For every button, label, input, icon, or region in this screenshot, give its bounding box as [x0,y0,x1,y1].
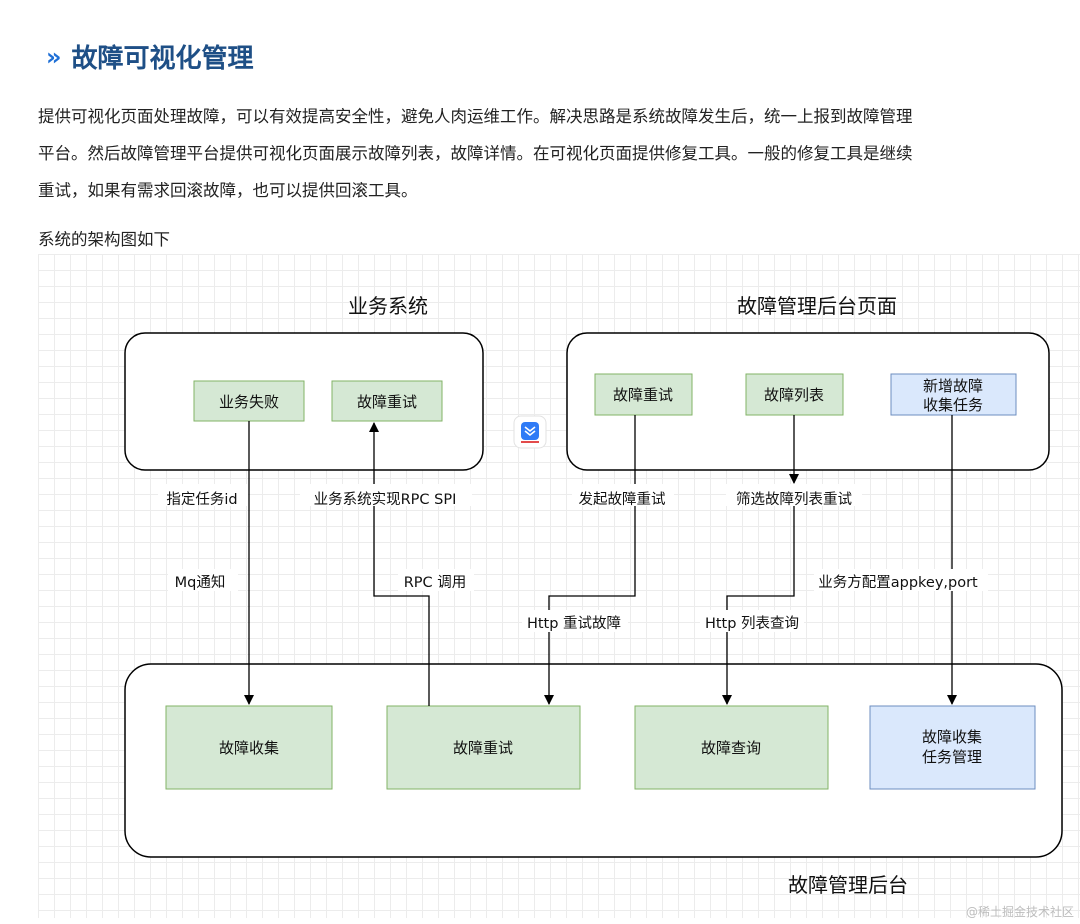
biz-retry-node [331,380,443,422]
retry-node [386,705,581,790]
filter-list-label: 筛选故障列表重试 [736,490,852,508]
intro-paragraph: 提供可视化页面处理故障，可以有效提高安全性，避免人肉运维工作。解决思路是系统故障… [38,98,1068,209]
site-watermark: @稀土掘金技术社区 [965,905,1074,919]
task-manage-label-2: 任务管理 [922,748,982,766]
rpc-call-label: RPC 调用 [404,574,467,591]
page-new-task-label-2: 收集任务 [923,396,983,414]
page-new-task-node [890,373,1017,416]
page-retry-node [594,373,693,416]
http-list-label: Http 列表查询 [705,615,799,632]
page-retry-label: 故障重试 [613,386,673,404]
task-id-label: 指定任务id [166,491,237,508]
admin-page-title: 故障管理后台页面 [737,294,897,318]
double-chevron-icon: » [46,42,62,71]
page-new-task-label-1: 新增故障 [923,377,983,395]
biz-retry-label: 故障重试 [357,393,417,411]
admin-backend-title: 故障管理后台 [788,873,908,897]
diagram-canvas: 业务系统 故障管理后台页面 故障管理后台 业务失败 故障重试 故障重试 故障列表… [124,294,1063,897]
business-system-title: 业务系统 [348,294,428,318]
query-node [634,705,829,790]
task-manage-node [869,705,1036,790]
paragraph-line: 平台。然后故障管理平台提供可视化页面展示故障列表，故障详情。在可视化页面提供修复… [38,144,913,163]
biz-fail-node [193,380,305,422]
http-list-arrow [722,496,795,705]
mq-label: Mq通知 [175,574,226,591]
diagram-caption: 系统的架构图如下 [38,230,170,249]
query-label: 故障查询 [701,739,761,757]
launch-retry-label: 发起故障重试 [579,490,666,508]
http-retry-label: Http 重试故障 [527,614,621,632]
biz-fail-label: 业务失败 [219,393,279,411]
page-list-label: 故障列表 [764,386,824,404]
rpc-spi-label: 业务系统实现RPC SPI [314,491,457,508]
retry-label: 故障重试 [453,739,513,757]
task-manage-label-1: 故障收集 [922,728,982,746]
bookmark-icon[interactable] [513,415,547,449]
paragraph-line: 重试，如果有需求回滚故障，也可以提供回滚工具。 [38,181,418,200]
rpc-call-arrow [369,422,430,706]
section-title: 故障可视化管理 [71,44,254,74]
collect-label: 故障收集 [219,739,279,757]
section-heading: » 故障可视化管理 [46,38,254,75]
architecture-diagram: 业务系统 故障管理后台页面 故障管理后台 业务失败 故障重试 故障重试 故障列表… [38,254,1080,918]
collect-node [165,705,333,790]
config-label: 业务方配置appkey,port [818,574,978,591]
paragraph-line: 提供可视化页面处理故障，可以有效提高安全性，避免人肉运维工作。解决思路是系统故障… [38,107,913,126]
